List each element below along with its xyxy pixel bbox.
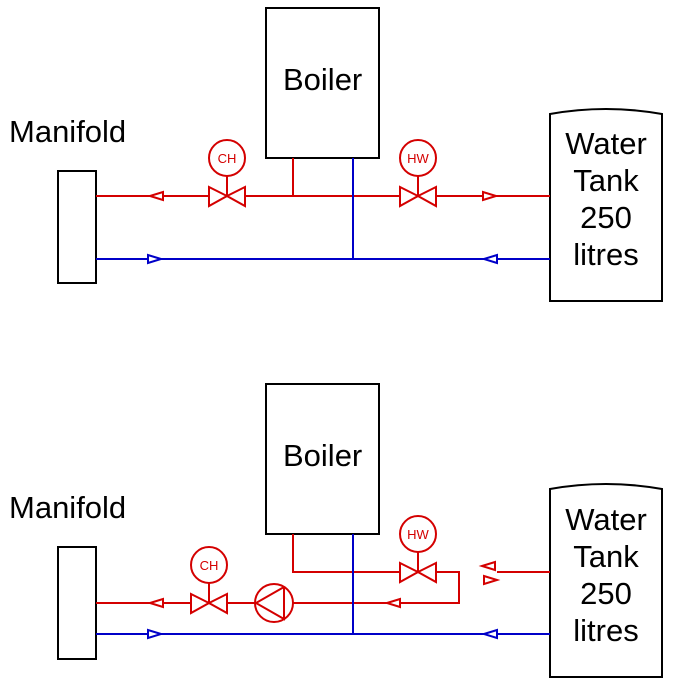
- valve-body-icon: [224, 185, 246, 208]
- tank-label-line: litres: [573, 613, 638, 648]
- valve-body-icon: [415, 561, 437, 584]
- diagram-bottom: Manifold Boiler Water Tank 250 litres: [9, 383, 663, 678]
- tank-label-line: 250: [580, 200, 632, 235]
- valve-actuator-icon: [190, 546, 228, 584]
- pump-triangle: [253, 586, 285, 621]
- hw-valve: HW: [399, 139, 437, 208]
- valve-body-icon: [415, 185, 437, 208]
- ch-valve-label: CH: [218, 151, 237, 166]
- diagram-top: Manifold Boiler Water Tank 250 litres CH: [9, 7, 663, 302]
- boiler-label: Boiler: [283, 438, 362, 473]
- hot-pipe-bypass-loop: [290, 571, 460, 604]
- flow-arrow-right-icon: [147, 628, 165, 640]
- tank-label-line: Water: [565, 126, 647, 161]
- tank-label-line: Water: [565, 502, 647, 537]
- circulating-pump: [253, 583, 294, 623]
- flow-arrow-left-icon: [480, 628, 498, 640]
- manifold-label: Manifold: [9, 490, 126, 525]
- hw-valve-label: HW: [407, 527, 429, 542]
- hot-pipe-boiler-outlet: [292, 534, 400, 573]
- manifold-box: [57, 170, 97, 284]
- tank-label-line: Tank: [573, 163, 639, 198]
- ch-valve: CH: [208, 139, 246, 208]
- hw-valve-label: HW: [407, 151, 429, 166]
- valve-actuator-icon: [208, 139, 246, 177]
- flow-arrow-right-icon: [482, 190, 500, 202]
- tank-label-line: 250: [580, 576, 632, 611]
- water-tank: [549, 483, 663, 678]
- flow-arrow-right-icon: [483, 574, 501, 586]
- valve-body-icon: [208, 185, 230, 208]
- ch-valve: CH: [190, 546, 228, 615]
- valve-actuator-icon: [399, 515, 437, 553]
- flow-arrow-left-icon: [480, 253, 498, 265]
- flow-arrow-right-icon: [147, 253, 165, 265]
- boiler-box: [265, 7, 380, 159]
- flow-arrow-left-icon: [478, 560, 496, 572]
- water-tank: [549, 108, 663, 302]
- flow-arrow-left-icon: [383, 597, 401, 609]
- ch-valve-label: CH: [200, 558, 219, 573]
- tank-label-line: litres: [573, 237, 638, 272]
- valve-body-icon: [399, 561, 421, 584]
- boiler-box: [265, 383, 380, 535]
- boiler-label: Boiler: [283, 62, 362, 97]
- valve-body-icon: [399, 185, 421, 208]
- flow-arrow-left-icon: [146, 190, 164, 202]
- valve-body-icon: [190, 592, 212, 615]
- manifold-label: Manifold: [9, 114, 126, 149]
- valve-body-icon: [206, 592, 228, 615]
- valve-actuator-icon: [399, 139, 437, 177]
- hw-valve: HW: [399, 515, 437, 584]
- tank-label-line: Tank: [573, 539, 639, 574]
- flow-arrow-left-icon: [146, 597, 164, 609]
- manifold-box: [57, 546, 97, 660]
- pump-icon: [254, 583, 294, 623]
